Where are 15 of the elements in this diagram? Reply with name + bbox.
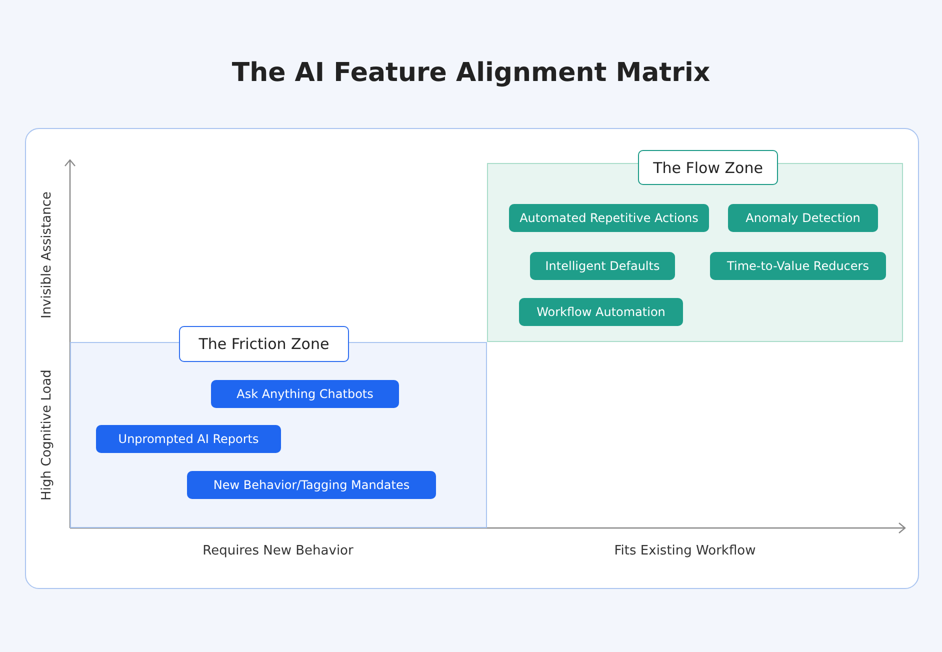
zone-title: The Friction Zone	[179, 326, 349, 362]
feature-tag: Intelligent Defaults	[530, 252, 675, 280]
feature-tag: New Behavior/Tagging Mandates	[187, 471, 436, 499]
feature-tag: Anomaly Detection	[728, 204, 878, 232]
axis-label: Requires New Behavior	[202, 544, 354, 558]
feature-tag: Workflow Automation	[519, 298, 683, 326]
axis-label: High Cognitive Load	[40, 370, 54, 500]
zone-title: The Flow Zone	[638, 150, 778, 185]
axis-label: Invisible Assistance	[40, 191, 54, 319]
feature-tag: Time-to-Value Reducers	[710, 252, 886, 280]
feature-tag: Automated Repetitive Actions	[509, 204, 709, 232]
title: The AI Feature Alignment Matrix	[230, 58, 712, 88]
axis-label: Fits Existing Workflow	[614, 544, 756, 558]
feature-tag: Ask Anything Chatbots	[211, 380, 399, 408]
feature-tag: Unprompted AI Reports	[96, 425, 281, 453]
